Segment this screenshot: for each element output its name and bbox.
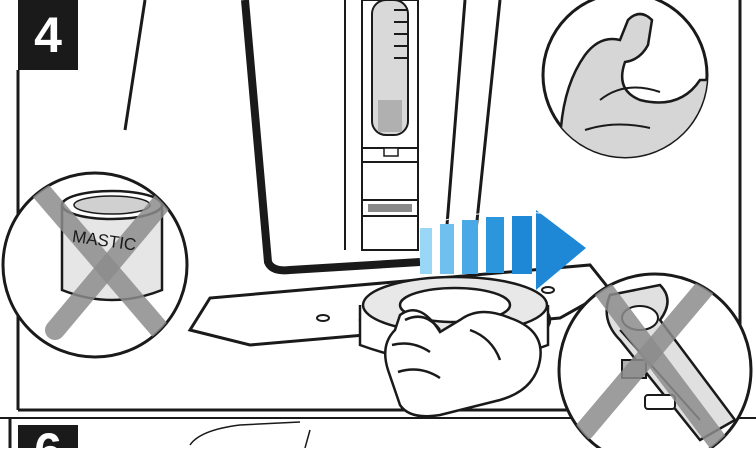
next-panel-sketch-line bbox=[305, 430, 310, 448]
drain-pipe bbox=[362, 0, 418, 250]
next-panel-sketch bbox=[190, 422, 300, 445]
hand-illustration bbox=[385, 310, 540, 416]
step-number-badge: 4 bbox=[18, 0, 78, 70]
next-step-number-badge: 6 bbox=[18, 425, 78, 448]
no-mastic-icon bbox=[3, 173, 187, 357]
flexed-bicep-icon bbox=[543, 0, 720, 160]
